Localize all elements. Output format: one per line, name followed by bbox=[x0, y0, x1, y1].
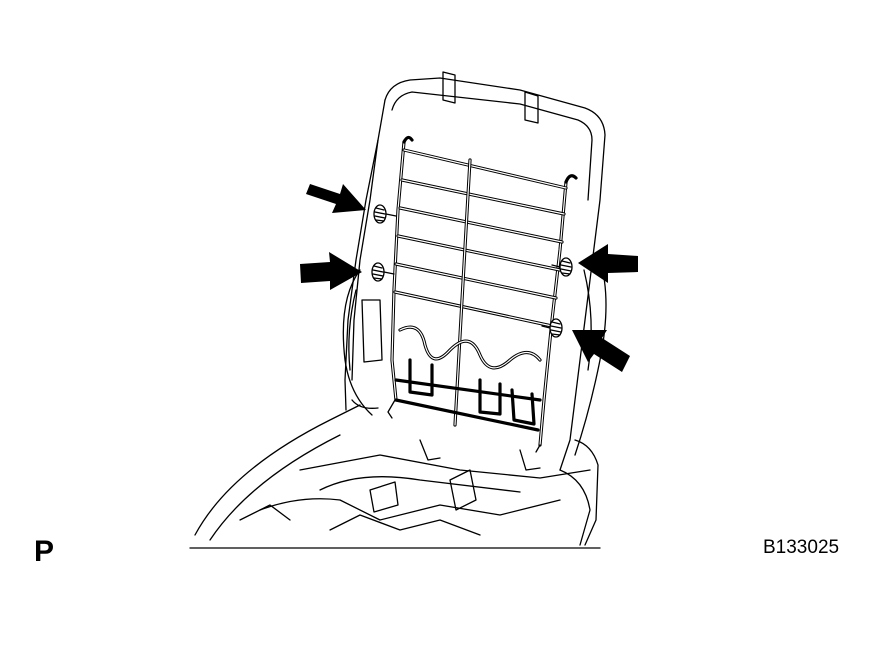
coil-spring-icon bbox=[371, 204, 573, 338]
seatback-frame bbox=[342, 71, 607, 546]
spring-wire-mat bbox=[387, 135, 578, 453]
pointer-arrow-icon bbox=[300, 184, 638, 372]
figure-code: B133025 bbox=[763, 537, 840, 558]
seat-cushion-frame bbox=[189, 404, 601, 549]
view-label: P bbox=[34, 535, 55, 568]
